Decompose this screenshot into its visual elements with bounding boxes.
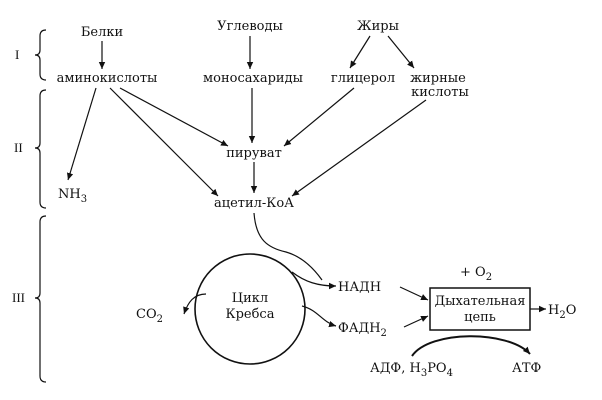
krebs-cycle-circle — [194, 253, 306, 365]
pyruvate-label: пируват — [226, 146, 282, 161]
stage-one-label: I — [15, 47, 19, 62]
stage-three-label: III — [12, 290, 25, 305]
arrow-fadh2-to-chain — [403, 315, 429, 328]
krebs-cycle-label-line1: Цикл — [232, 291, 268, 306]
arrow-adp-to-atp — [411, 335, 531, 357]
arrow-amino-acids-to-acetyl-coa — [109, 87, 219, 197]
nadh-label: НАДН — [338, 280, 381, 295]
arrow-cycle-to-nadh — [291, 271, 337, 290]
amino-acids-label: аминокислоты — [57, 71, 158, 86]
oxygen-label: + O2 — [460, 265, 492, 283]
arrow-fats-to-glycerol — [349, 35, 371, 69]
acetyl-coa-label: ацетил-КоА — [214, 196, 294, 211]
water-label: H2O — [548, 303, 576, 321]
monosaccharides-label: моносахариды — [203, 71, 303, 86]
stage-two-label: II — [14, 140, 23, 155]
arrow-cycle-to-fadh2 — [301, 305, 337, 328]
fatty-acids-label-line2: кислоты — [411, 85, 469, 100]
krebs-cycle-label-line2: Кребса — [226, 307, 275, 322]
arrow-cycle-to-co2 — [183, 293, 207, 315]
carbohydrates-label: Углеводы — [217, 19, 283, 34]
arrow-fats-to-fatty-acids — [387, 35, 415, 69]
adp-phosphate-label: АДФ, H3PO4 — [370, 361, 453, 379]
arrow-amino-acids-to-pyruvate — [119, 87, 229, 147]
respiratory-chain-label-line1: Дыхательная — [435, 294, 526, 309]
arrow-acetyl-coa-into-cycle — [253, 212, 323, 281]
fadh2-label: ФАДН2 — [338, 321, 387, 339]
fatty-acids-label-line1: жирные — [410, 71, 466, 86]
arrow-amino-acids-to-ammonia — [66, 87, 97, 181]
fats-label: Жиры — [357, 19, 399, 34]
stage-two-bracket — [34, 89, 47, 209]
proteins-label: Белки — [81, 25, 123, 40]
arrow-fatty-acids-to-acetyl-coa — [291, 99, 427, 197]
stage-one-bracket — [34, 29, 47, 81]
ammonia-label: NH3 — [58, 187, 87, 205]
arrow-glycerol-to-pyruvate — [283, 87, 355, 147]
arrow-nadh-to-chain — [399, 286, 429, 301]
co2-label: CO2 — [136, 307, 163, 325]
atp-label: АТФ — [512, 361, 542, 376]
glycerol-label: глицерол — [331, 71, 395, 86]
respiratory-chain-label-line2: цепь — [464, 310, 496, 325]
stage-three-bracket — [34, 215, 47, 383]
